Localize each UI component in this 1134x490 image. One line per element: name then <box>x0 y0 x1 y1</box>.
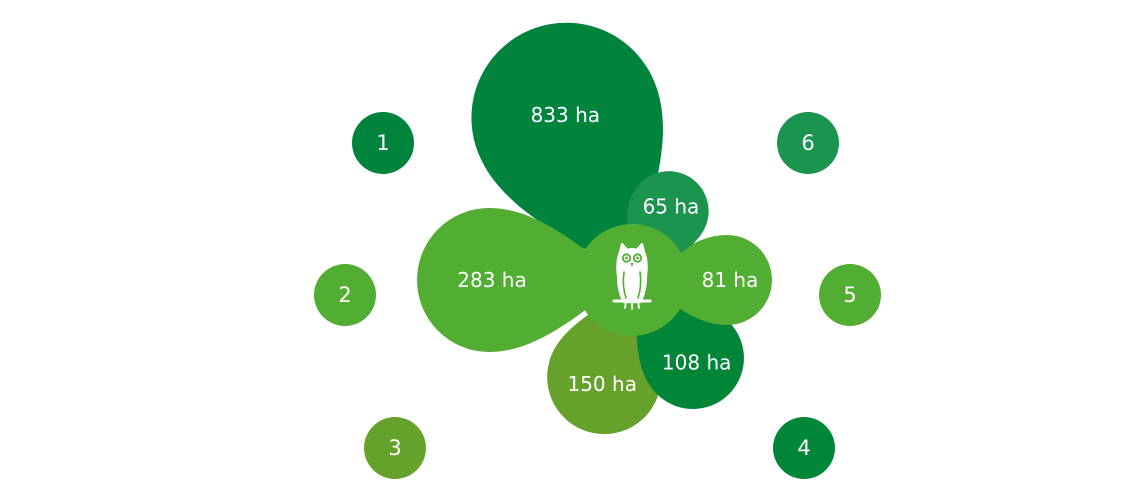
petal-label-6: 65 ha <box>643 195 700 219</box>
marker-6: 6 <box>777 112 839 174</box>
petal-label-2: 283 ha <box>457 268 526 292</box>
marker-1: 1 <box>352 112 414 174</box>
marker-circle-2 <box>314 264 376 326</box>
marker-label-3: 3 <box>388 436 401 460</box>
marker-label-2: 2 <box>338 283 351 307</box>
petal-label-1: 833 ha <box>531 103 600 127</box>
petal-2 <box>417 208 624 352</box>
petal-labels-group: 833 ha 283 ha 150 ha 108 ha 81 ha 65 ha <box>457 103 758 396</box>
marker-circle-6 <box>777 112 839 174</box>
petal-label-4: 108 ha <box>662 351 731 375</box>
outer-markers-group: 1 2 3 4 5 6 <box>314 112 881 479</box>
marker-5: 5 <box>819 264 881 326</box>
marker-label-5: 5 <box>843 283 856 307</box>
marker-circle-3 <box>364 417 426 479</box>
petal-label-3: 150 ha <box>567 372 636 396</box>
owl-icon <box>612 242 652 310</box>
center-hub <box>576 224 688 336</box>
marker-2: 2 <box>314 264 376 326</box>
marker-circle-4 <box>773 417 835 479</box>
marker-4: 4 <box>773 417 835 479</box>
petals-group <box>417 22 772 435</box>
petal-1 <box>471 22 663 273</box>
petal-label-5: 81 ha <box>702 268 759 292</box>
marker-label-1: 1 <box>376 131 389 155</box>
marker-circle-1 <box>352 112 414 174</box>
marker-label-6: 6 <box>801 131 814 155</box>
marker-label-4: 4 <box>797 436 810 460</box>
marker-circle-5 <box>819 264 881 326</box>
marker-3: 3 <box>364 417 426 479</box>
